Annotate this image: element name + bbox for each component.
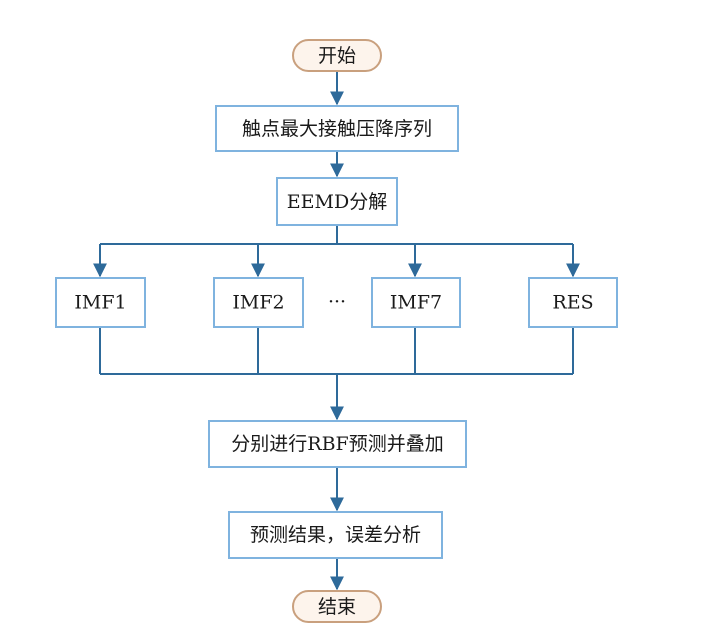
ellipsis-label: ··· [328, 291, 346, 313]
sort-node: 触点最大接触压降序列 [215, 105, 459, 152]
start-label: 开始 [318, 45, 356, 67]
eemd-label: EEMD分解 [287, 191, 387, 213]
end-label: 结束 [318, 596, 356, 618]
result-label: 预测结果，误差分析 [250, 524, 421, 546]
res-label: RES [552, 292, 593, 314]
res-node: RES [528, 277, 618, 328]
sort-label: 触点最大接触压降序列 [242, 118, 432, 140]
eemd-node: EEMD分解 [276, 177, 398, 226]
imf1-label: IMF1 [74, 292, 126, 314]
imf7-node: IMF7 [371, 277, 461, 328]
connectors [93, 71, 580, 591]
end-node: 结束 [292, 590, 382, 623]
imf2-node: IMF2 [213, 277, 304, 328]
imf1-node: IMF1 [55, 277, 146, 328]
start-node: 开始 [292, 39, 382, 72]
imf7-label: IMF7 [390, 292, 442, 314]
result-node: 预测结果，误差分析 [228, 511, 443, 559]
rbf-label: 分别进行RBF预测并叠加 [231, 433, 443, 455]
rbf-node: 分别进行RBF预测并叠加 [208, 420, 467, 468]
imf2-label: IMF2 [232, 292, 284, 314]
